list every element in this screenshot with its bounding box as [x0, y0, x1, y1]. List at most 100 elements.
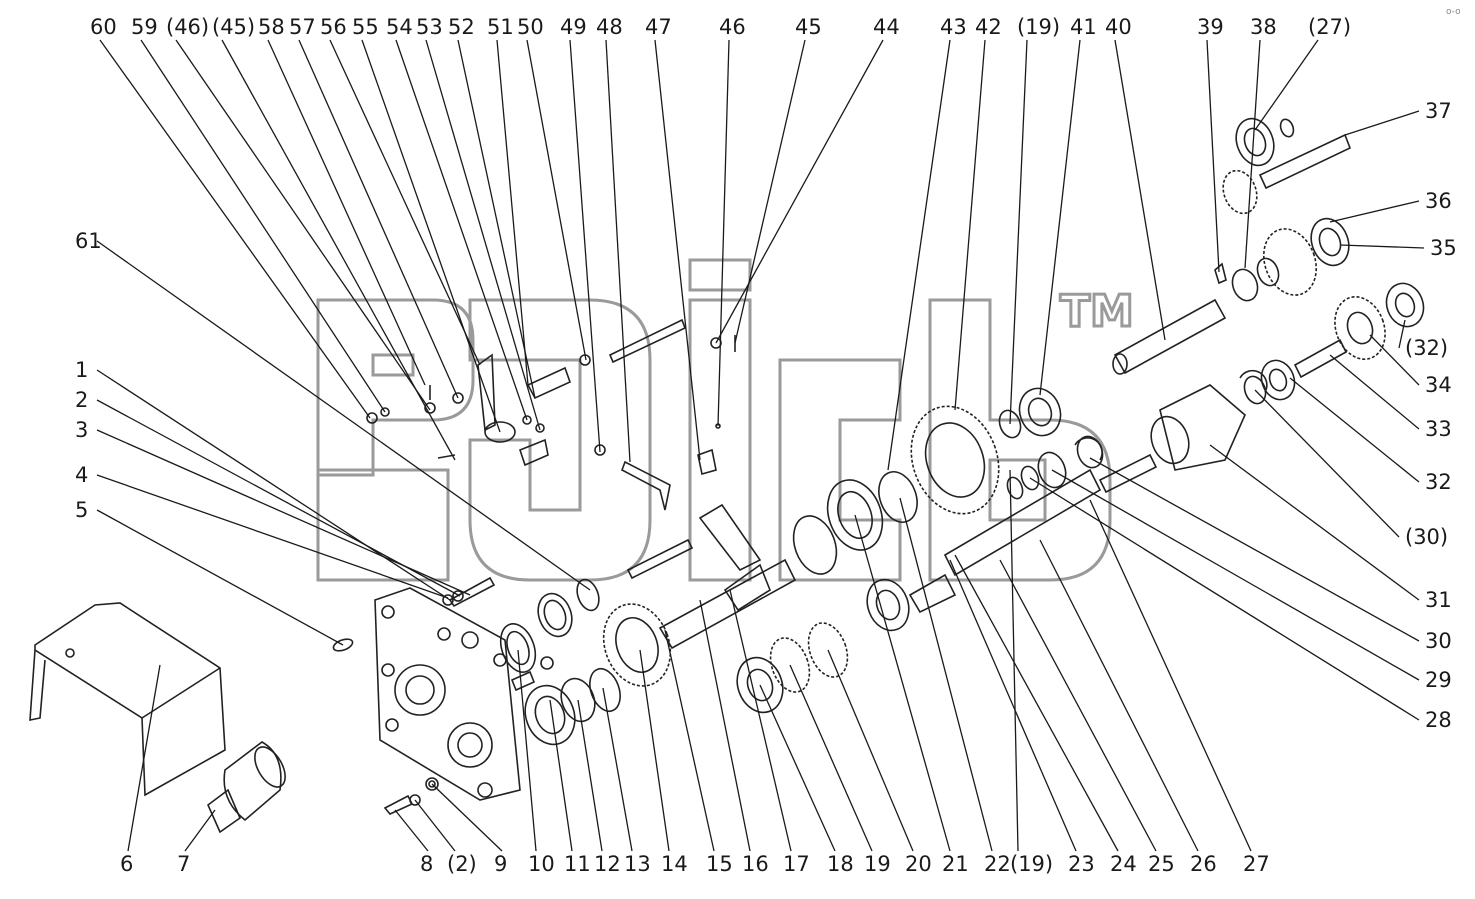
callout-label-27: 27 — [1243, 852, 1270, 876]
gears — [602, 169, 1386, 693]
leader-line-36 — [1329, 200, 1420, 223]
leader-line-46 — [717, 39, 730, 427]
leader-line-25 — [999, 559, 1157, 852]
leader-line-51 — [496, 39, 529, 386]
leader-line-50 — [526, 39, 587, 361]
shafts — [626, 133, 1352, 650]
watermark-logo: TM — [316, 258, 1135, 582]
callout-label-61: 61 — [75, 229, 102, 253]
leader-line-45 — [734, 39, 806, 344]
leader-line-49 — [569, 39, 601, 453]
small-parts-left — [332, 576, 554, 815]
leader-line-39 — [1206, 39, 1220, 273]
corner-mark: o-o — [1446, 7, 1461, 17]
leader-line-9 — [431, 783, 503, 852]
leader-line-21 — [854, 514, 951, 852]
leader-line-52 — [457, 39, 536, 399]
leader-line-32 — [1289, 377, 1420, 483]
callout-label-p27p: (27) — [1308, 15, 1351, 39]
callout-label-p2p: (2) — [447, 852, 477, 876]
leader-line-57 — [298, 39, 459, 399]
callout-label-31: 31 — [1425, 588, 1452, 612]
callout-label-47: 47 — [645, 15, 672, 39]
leader-line-p19p — [1009, 469, 1019, 852]
callout-label-56: 56 — [320, 15, 347, 39]
leader-line-38 — [1244, 39, 1261, 269]
callout-label-p19p: (19) — [1010, 852, 1053, 876]
callout-label-36: 36 — [1425, 189, 1452, 213]
callout-label-43: 43 — [940, 15, 967, 39]
callout-label-48: 48 — [596, 15, 623, 39]
callout-label-34: 34 — [1425, 373, 1452, 397]
callout-label-7: 7 — [177, 852, 190, 876]
callout-label-9: 9 — [494, 852, 507, 876]
leader-line-4 — [96, 474, 449, 599]
leader-line-22 — [899, 497, 993, 852]
callout-label-18: 18 — [827, 852, 854, 876]
leader-line-p2p — [414, 799, 456, 852]
callout-label-11: 11 — [564, 852, 591, 876]
callout-label-24: 24 — [1110, 852, 1137, 876]
leader-line-16 — [699, 599, 751, 852]
callout-label-14: 14 — [661, 852, 688, 876]
leader-line-56 — [329, 39, 481, 366]
leader-line-29 — [1051, 469, 1420, 681]
trademark-text: TM — [1060, 286, 1134, 337]
callout-label-38: 38 — [1250, 15, 1277, 39]
callout-label-29: 29 — [1425, 668, 1452, 692]
callout-label-10: 10 — [528, 852, 555, 876]
leader-line-30 — [1089, 457, 1420, 642]
callout-label-4: 4 — [75, 463, 88, 487]
callout-label-16: 16 — [742, 852, 769, 876]
leader-line-24 — [954, 554, 1119, 852]
callout-label-52: 52 — [448, 15, 475, 39]
leader-line-7 — [184, 809, 216, 852]
callout-label-p32p: (32) — [1405, 336, 1448, 360]
callout-label-25: 25 — [1148, 852, 1175, 876]
leader-line-p30p — [1254, 389, 1400, 538]
callout-label-57: 57 — [289, 15, 316, 39]
leader-line-p45p — [221, 39, 456, 461]
callout-label-32: 32 — [1425, 470, 1452, 494]
leader-line-28 — [1029, 477, 1420, 721]
callout-label-41: 41 — [1070, 15, 1097, 39]
leader-line-40 — [1114, 39, 1166, 341]
gearbox-housing — [374, 587, 521, 801]
leader-line-8 — [394, 809, 429, 852]
callout-label-26: 26 — [1190, 852, 1217, 876]
leader-line-5 — [96, 509, 344, 646]
callout-label-33: 33 — [1425, 417, 1452, 441]
callout-label-53: 53 — [416, 15, 443, 39]
leader-line-26 — [1039, 539, 1199, 852]
callout-label-17: 17 — [783, 852, 810, 876]
callout-label-51: 51 — [487, 15, 514, 39]
callout-label-60: 60 — [90, 15, 117, 39]
leader-line-13 — [602, 687, 633, 852]
callout-label-28: 28 — [1425, 708, 1452, 732]
callout-label-39: 39 — [1197, 15, 1224, 39]
leader-line-23 — [949, 559, 1077, 852]
callout-label-13: 13 — [624, 852, 651, 876]
leader-line-19 — [789, 664, 873, 852]
callout-label-44: 44 — [873, 15, 900, 39]
hydraulic-cylinder — [207, 741, 286, 834]
callout-label-58: 58 — [258, 15, 285, 39]
callout-label-2: 2 — [75, 388, 88, 412]
leader-line-14 — [639, 649, 670, 852]
leader-line-20 — [827, 649, 914, 852]
leader-line-48 — [605, 39, 631, 463]
leader-line-17 — [729, 589, 792, 852]
leader-line-59 — [140, 39, 386, 413]
leader-line-42 — [954, 39, 986, 411]
callout-label-p30p: (30) — [1405, 525, 1448, 549]
callout-label-54: 54 — [386, 15, 413, 39]
callout-label-46: 46 — [719, 15, 746, 39]
leader-line-15 — [664, 629, 715, 852]
callout-label-21: 21 — [942, 852, 969, 876]
callout-label-23: 23 — [1068, 852, 1095, 876]
leader-line-43 — [887, 39, 951, 471]
callout-label-59: 59 — [131, 15, 158, 39]
callout-label-6: 6 — [120, 852, 133, 876]
